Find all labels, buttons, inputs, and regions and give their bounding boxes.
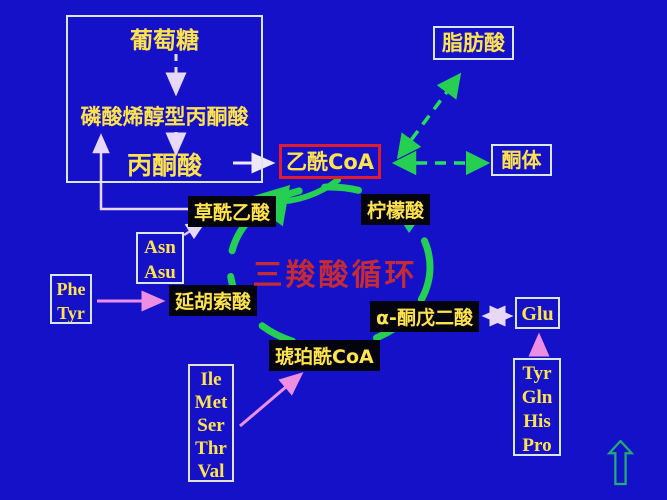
succinyl-coa-label: 琥珀酰CoA — [269, 340, 380, 371]
amino-label: Phe — [56, 279, 86, 299]
amino-label: His — [523, 411, 551, 432]
amino-label: Met — [194, 392, 228, 413]
acetyl-coa-box: 乙酰CoA — [279, 144, 381, 179]
glycolysis-box — [66, 15, 263, 183]
amino-label: Pro — [522, 435, 552, 456]
amino-label: Ile — [200, 369, 222, 390]
glucose-label: 葡萄糖 — [130, 28, 199, 54]
amino-label: Asu — [144, 262, 176, 283]
arrow-ile-to-succinylcoa — [239, 372, 304, 428]
amino-label: Tyr — [57, 303, 85, 323]
pep-label: 磷酸烯醇型丙酮酸 — [80, 105, 249, 129]
amino-label: Ser — [197, 415, 225, 436]
asn-group-box: Asn Asu — [136, 232, 184, 284]
tyr-group-box: Tyr Gln His Pro — [513, 358, 561, 456]
amino-label: Tyr — [522, 363, 552, 384]
amino-label: Asn — [144, 237, 176, 258]
glu-box: Glu — [515, 297, 560, 329]
cycle-title: 三羧酸循环 — [252, 258, 418, 293]
ile-group-box: Ile Met Ser Thr Val — [188, 364, 234, 482]
fumarate-label: 延胡索酸 — [169, 285, 258, 316]
amino-label: Val — [197, 461, 225, 482]
fatty-acid-box: 脂肪酸 — [433, 26, 514, 60]
arrow-acetylcoa-fattyacid-double — [396, 72, 462, 160]
alpha-ketoglutarate-label: α-酮戊二酸 — [370, 301, 479, 332]
citrate-label: 柠檬酸 — [361, 194, 431, 225]
pyruvate-label: 丙酮酸 — [126, 151, 202, 180]
ketone-body-box: 酮体 — [491, 144, 552, 176]
arrow-oxaloacetate-to-pep — [92, 133, 190, 211]
phe-group-box: Phe Tyr — [50, 274, 92, 324]
amino-label: Thr — [195, 438, 227, 459]
green-up-arrow-icon — [606, 440, 635, 486]
amino-label: Gln — [521, 387, 553, 408]
oxaloacetate-label: 草酰乙酸 — [188, 196, 277, 227]
